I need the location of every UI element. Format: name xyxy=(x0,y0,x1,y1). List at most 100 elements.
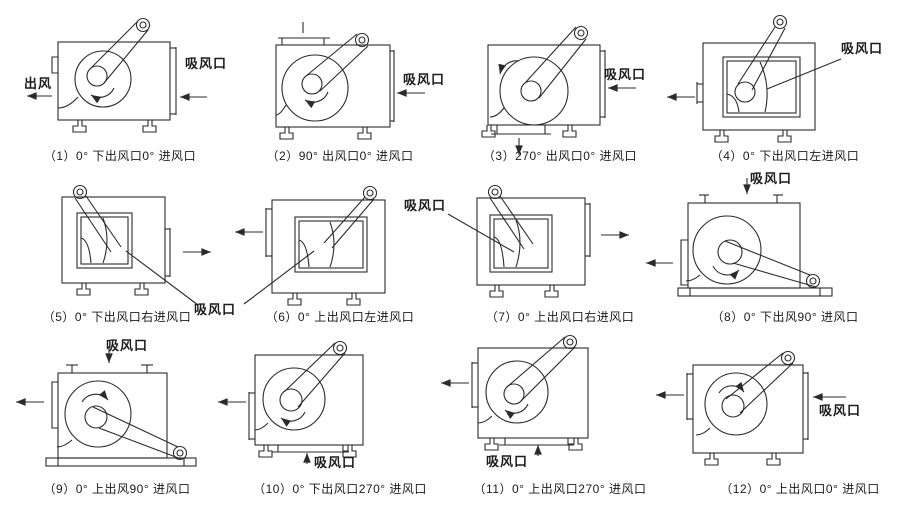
fan-unit-11 xyxy=(441,334,589,456)
foot xyxy=(489,285,504,298)
caption-7: （7）0° 上出风口右进风口 xyxy=(485,310,635,324)
foot xyxy=(279,127,294,140)
inlet-label-3: 吸风口 xyxy=(604,67,647,82)
caption-3: （3）270° 出风口0° 进风口 xyxy=(482,149,638,163)
inlet-leader-line xyxy=(243,250,315,305)
inlet-label-10: 吸风口 xyxy=(314,455,357,470)
shaft xyxy=(86,65,108,87)
motor-pulley xyxy=(362,185,378,201)
outlet-label-1: 出风 xyxy=(24,76,53,91)
volute xyxy=(262,367,326,431)
motor-pulley xyxy=(805,273,821,289)
motor-pulley xyxy=(332,340,348,356)
volute xyxy=(281,54,349,122)
housing xyxy=(57,372,168,459)
inlet-label-4: 吸风口 xyxy=(841,41,884,56)
inlet-leader-line xyxy=(447,213,515,253)
motor-pulley xyxy=(135,17,151,33)
foot xyxy=(568,438,583,451)
motor-pulley xyxy=(487,184,503,200)
caption-5: （5）0° 下出风口右进风口 xyxy=(42,310,192,324)
foot xyxy=(714,130,729,143)
caption-1: （1）0° 下出风口0° 进风口 xyxy=(43,149,197,163)
fan-unit-10 xyxy=(218,340,364,464)
foot xyxy=(484,438,499,451)
shaft xyxy=(721,394,745,418)
fan-unit-4 xyxy=(667,14,842,143)
caption-10: （10）0° 下出风口270° 进风口 xyxy=(253,482,427,496)
inlet-frame xyxy=(722,56,801,118)
caption-2: （2）90° 出风口0° 进风口 xyxy=(266,149,414,163)
motor-pulley xyxy=(772,14,788,30)
inlet-label-11: 吸风口 xyxy=(486,454,529,469)
foot xyxy=(342,445,357,458)
motor-pulley xyxy=(562,334,578,350)
motor-pulley xyxy=(72,184,88,200)
foot xyxy=(142,120,157,133)
foot xyxy=(258,445,273,458)
fan-unit-1 xyxy=(27,17,207,133)
housing xyxy=(271,199,386,294)
rotation-arrow xyxy=(712,265,740,280)
inlet-leader-line xyxy=(125,250,199,306)
outlet-notch xyxy=(51,381,58,429)
housing xyxy=(477,347,589,439)
housing xyxy=(57,41,171,121)
volute xyxy=(485,360,549,424)
housing xyxy=(692,364,804,454)
motor-pulley xyxy=(354,32,370,48)
inlet-label-5-6: 吸风口 xyxy=(194,302,237,317)
housing xyxy=(275,44,391,128)
caption-8: （8）0° 下出风90° 进风口 xyxy=(711,310,859,324)
base-rail xyxy=(677,287,833,297)
rotation-arrow xyxy=(304,91,329,109)
housing xyxy=(487,44,601,126)
foot xyxy=(777,130,792,143)
shaft xyxy=(279,388,303,412)
foot xyxy=(766,453,781,466)
inlet-frame xyxy=(76,212,133,269)
caption-12: （12）0° 上出风口0° 进风口 xyxy=(720,482,880,496)
caption-9: （9）0° 上出风90° 进风口 xyxy=(43,482,191,496)
fan-unit-7 xyxy=(447,184,629,298)
foot xyxy=(346,293,361,306)
inlet-frame xyxy=(489,214,553,273)
base-rail xyxy=(45,457,197,467)
foot xyxy=(357,127,372,140)
inlet-label-12: 吸风口 xyxy=(819,403,862,418)
volute xyxy=(704,372,768,436)
foot xyxy=(544,285,559,298)
inlet-label-2: 吸风口 xyxy=(403,72,446,87)
shaft xyxy=(734,81,756,103)
volute xyxy=(64,380,132,448)
caption-6: （6）0° 上出风口左进风口 xyxy=(265,310,415,324)
fan-unit-6 xyxy=(235,185,386,306)
rotation-arrow xyxy=(504,403,529,419)
fan-unit-8 xyxy=(646,178,833,297)
housing xyxy=(702,42,816,131)
caption-4: （4）0° 下出风口左进风口 xyxy=(710,149,860,163)
inlet-label-8: 吸风口 xyxy=(750,171,793,186)
foot xyxy=(562,125,577,138)
housing xyxy=(254,354,364,446)
housing xyxy=(476,197,586,286)
foot xyxy=(481,125,496,138)
fan-unit-5 xyxy=(61,184,211,306)
inlet-frame xyxy=(294,216,368,273)
caption-11: （11）0° 上出风口270° 进风口 xyxy=(473,482,647,496)
foot xyxy=(72,120,87,133)
outlet-notch xyxy=(680,239,688,286)
shaft xyxy=(301,73,323,95)
volute xyxy=(499,56,569,126)
motor-pulley xyxy=(172,445,188,461)
rotation-arrow xyxy=(280,411,306,427)
fan-unit-9 xyxy=(16,347,197,467)
shaft xyxy=(717,239,743,265)
inlet-label-9: 吸风口 xyxy=(106,338,149,353)
rotation-arrow xyxy=(90,87,115,104)
inlet-leader-line xyxy=(766,58,842,90)
rotation-arrow xyxy=(718,381,745,394)
volute xyxy=(74,50,132,108)
motor-pulley xyxy=(573,25,589,41)
